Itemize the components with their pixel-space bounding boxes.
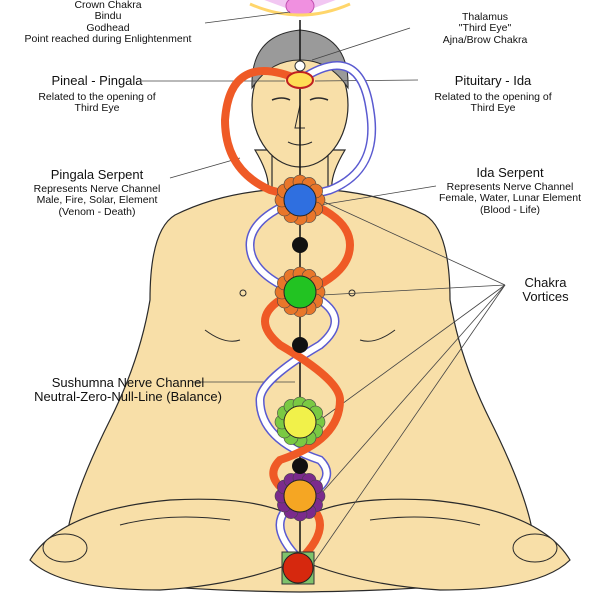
left-hand bbox=[42, 533, 88, 563]
thalamus-line: Thalamus bbox=[461, 11, 509, 23]
pineal-line: Third Eye bbox=[74, 102, 120, 115]
chakra-vortices-label: Chakra Vortices bbox=[508, 275, 583, 305]
pointer-line bbox=[311, 284, 506, 566]
pituitary-title: Pituitary - Ida bbox=[454, 73, 532, 88]
crown-chakra-label: Crown Chakra Bindu Godhead Point reached… bbox=[8, 0, 208, 45]
solar-chakra bbox=[283, 405, 317, 439]
pointer-line bbox=[321, 284, 506, 296]
pingala-serpent-label: Pingala Serpent Represents Nerve Channel… bbox=[22, 167, 172, 218]
throat-chakra bbox=[283, 183, 317, 217]
ida-serpent-label: Ida Serpent Represents Nerve Channel Fem… bbox=[430, 165, 590, 216]
pointer-line bbox=[204, 11, 291, 24]
channel-node bbox=[292, 458, 308, 474]
channel-node bbox=[292, 337, 308, 353]
ida-line: (Blood - Life) bbox=[479, 203, 541, 216]
pineal-label: Pineal - Pingala Related to the opening … bbox=[12, 73, 182, 115]
sushumna-label: Sushumna Nerve Channel Neutral-Zero-Null… bbox=[28, 375, 228, 405]
crown-line: Bindu bbox=[94, 10, 122, 23]
pointer-line bbox=[311, 27, 411, 61]
sushumna-line: Neutral-Zero-Null-Line (Balance) bbox=[34, 389, 222, 405]
thalamus-line: Ajna/Brow Chakra bbox=[442, 33, 528, 46]
thalamus-label: Thalamus "Third Eye" Ajna/Brow Chakra bbox=[410, 11, 560, 46]
pointer-line bbox=[319, 199, 506, 286]
neck bbox=[271, 150, 329, 190]
pineal-line: Related to the opening of bbox=[38, 91, 156, 104]
sacral-chakra bbox=[283, 479, 317, 513]
ida-serpent bbox=[246, 62, 375, 563]
vortices-line: Chakra bbox=[524, 275, 567, 290]
pointer-line bbox=[314, 79, 419, 82]
ida-line: Represents Nerve Channel bbox=[446, 181, 574, 194]
pingala-serpent bbox=[220, 67, 355, 563]
left-nipple bbox=[239, 289, 247, 297]
ida-title: Ida Serpent bbox=[476, 165, 544, 180]
crown-line: Godhead bbox=[86, 21, 130, 34]
pituitary-line: Related to the opening of bbox=[434, 91, 552, 104]
root-chakra bbox=[282, 552, 314, 584]
crown-petals bbox=[249, 2, 351, 17]
right-hand bbox=[512, 533, 558, 563]
pituitary-label: Pituitary - Ida Related to the opening o… bbox=[418, 73, 568, 115]
pituitary-line: Third Eye bbox=[470, 102, 516, 115]
crown-line: Point reached during Enlightenment bbox=[24, 32, 192, 45]
pingala-line: Male, Fire, Solar, Element bbox=[36, 194, 158, 207]
pointer-line bbox=[319, 185, 437, 206]
pointer-line bbox=[169, 157, 241, 179]
rib-line bbox=[359, 329, 396, 342]
channel-node bbox=[292, 237, 308, 253]
heart-chakra bbox=[283, 275, 317, 309]
ida-line: Female, Water, Lunar Element bbox=[438, 192, 581, 205]
crown-line: Crown Chakra bbox=[74, 0, 142, 11]
pingala-line: (Venom - Death) bbox=[58, 205, 136, 218]
pineal-title: Pineal - Pingala bbox=[51, 73, 143, 88]
leg-fold bbox=[369, 516, 481, 526]
pointer-line bbox=[319, 284, 506, 496]
pointer-line bbox=[319, 284, 506, 421]
nose bbox=[294, 104, 305, 129]
bindu-point bbox=[294, 60, 306, 72]
sushumna-line: Sushumna Nerve Channel bbox=[51, 375, 205, 390]
thalamus-line: "Third Eye" bbox=[458, 22, 512, 35]
vortices-line: Vortices bbox=[522, 289, 569, 305]
third-eye bbox=[286, 71, 314, 89]
rib-line bbox=[204, 329, 241, 342]
pingala-title: Pingala Serpent bbox=[50, 167, 144, 182]
eyes bbox=[271, 97, 329, 101]
leg-fold bbox=[119, 516, 231, 526]
pingala-line: Represents Nerve Channel bbox=[33, 183, 161, 196]
